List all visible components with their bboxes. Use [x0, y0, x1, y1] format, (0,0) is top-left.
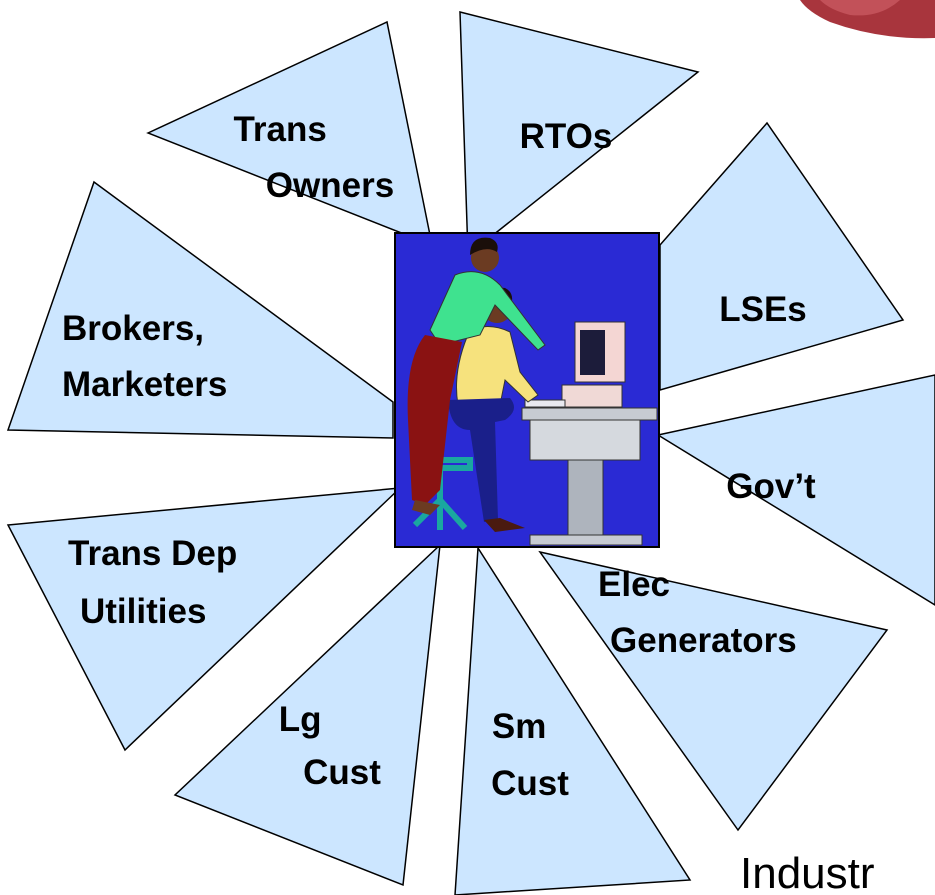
- man-trousers-icon: [448, 398, 514, 522]
- label-rtos: RTOs: [520, 117, 613, 156]
- label-elec-generators: Elec Generators: [598, 565, 797, 660]
- label-govt: Gov’t: [726, 467, 816, 506]
- label-lg-cust: Lg Cust: [279, 700, 381, 792]
- wedge-trans-dep-utilities: [6, 487, 403, 752]
- computer-base-icon: [561, 384, 623, 408]
- keyboard-icon: [524, 399, 566, 408]
- woman-legs-icon: [412, 500, 440, 515]
- wedge-lses: [659, 121, 905, 391]
- woman-hair-icon: [470, 237, 498, 255]
- desk-top-icon: [521, 407, 658, 421]
- woman-shirt-icon: [429, 271, 546, 351]
- woman-head-icon: [471, 244, 499, 272]
- wedge-lg-cust: [173, 543, 441, 887]
- wedge-elec-generators: [538, 550, 889, 832]
- center-clipart-computer-users: [394, 232, 660, 548]
- footer-heading: Industr: [740, 849, 875, 895]
- label-trans-owners: Trans Owners: [233, 110, 394, 205]
- man-shoes-icon: [484, 518, 525, 532]
- desk-leg-icon: [567, 459, 604, 541]
- monitor-screen-icon: [580, 330, 605, 375]
- wedge-sm-cust: [454, 545, 692, 895]
- desk-foot-icon: [529, 534, 643, 546]
- corner-accent-highlight: [820, 0, 900, 16]
- label-lses: LSEs: [719, 290, 807, 329]
- man-shirt-icon: [456, 326, 539, 406]
- woman-skirt-icon: [407, 335, 462, 505]
- wedge-brokers-marketers: [6, 180, 394, 439]
- label-trans-dep-utilities: Trans Dep Utilities: [68, 534, 247, 631]
- wedge-trans-owners: [146, 20, 434, 247]
- label-sm-cust: Sm Cust: [491, 707, 569, 803]
- corner-accent: [800, 0, 935, 39]
- desk-body-icon: [529, 419, 641, 461]
- wedge-rtos: [459, 11, 700, 257]
- label-brokers-marketers: Brokers, Marketers: [62, 309, 227, 404]
- wedge-govt: [656, 374, 935, 606]
